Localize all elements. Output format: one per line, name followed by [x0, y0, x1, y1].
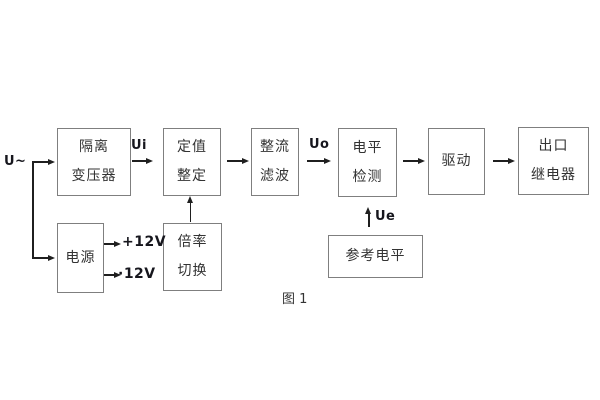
arrow-uo — [307, 160, 324, 162]
block-text-line: 切换 — [177, 263, 208, 279]
block-text-line: 参考电平 — [345, 248, 406, 264]
arrow-ui — [132, 160, 146, 162]
block-output-relay: 出口 继电器 — [518, 127, 589, 195]
block-setpoint-adjust: 定值 整定 — [163, 128, 221, 196]
block-text-line: 变压器 — [71, 168, 117, 184]
label-minus-12v: ·12V — [118, 266, 156, 282]
block-text-line: 电源 — [65, 249, 96, 266]
arrowhead-right-icon — [146, 157, 153, 164]
arrow-ue — [368, 214, 370, 227]
arrow-plus-12v — [104, 243, 114, 245]
block-text-line: 出口 — [538, 138, 569, 154]
arrow-driver-to-relay — [493, 160, 508, 162]
block-reference-level: 参考电平 — [328, 235, 423, 278]
arrow-input-to-power — [32, 257, 48, 259]
figure-caption: 图 1 — [282, 292, 308, 307]
arrowhead-right-icon — [48, 254, 55, 261]
block-text-line: 倍率 — [177, 234, 208, 250]
arrowhead-right-icon — [48, 158, 55, 165]
arrowhead-up-icon — [365, 207, 371, 214]
input-trunk-line — [32, 161, 34, 258]
block-text-line: 隔离 — [79, 139, 109, 155]
block-isolation-transformer: 隔离 变压器 — [57, 128, 131, 196]
label-ue: Ue — [375, 209, 396, 224]
arrowhead-right-icon — [508, 157, 515, 164]
arrow-minus-12v — [104, 274, 114, 276]
block-text-line: 定值 — [177, 139, 207, 155]
block-text-line: 滤波 — [260, 168, 290, 184]
arrowhead-up-icon — [186, 196, 193, 203]
block-ratio-switch: 倍率 切换 — [163, 223, 222, 291]
arrowhead-right-icon — [242, 157, 249, 164]
arrowhead-right-icon — [324, 157, 331, 164]
arrow-setpoint-to-rectifier — [227, 160, 242, 162]
block-level-detect: 电平 检测 — [338, 128, 397, 197]
arrowhead-right-icon — [114, 240, 121, 247]
block-driver: 驱动 — [428, 128, 485, 195]
block-rectifier-filter: 整流 滤波 — [251, 128, 299, 196]
block-text-line: 检测 — [352, 168, 383, 185]
label-input-u: U~ — [4, 154, 27, 169]
label-plus-12v: +12V — [122, 234, 167, 250]
block-text-line: 驱动 — [441, 153, 472, 169]
block-power-supply: 电源 — [57, 223, 104, 293]
label-uo: Uo — [309, 137, 330, 152]
label-ui: Ui — [131, 138, 148, 153]
arrow-level-to-driver — [403, 160, 418, 162]
block-text-line: 电平 — [352, 139, 383, 156]
arrow-ratio-to-setpoint — [189, 203, 191, 222]
arrowhead-right-icon — [418, 157, 425, 164]
arrow-input-to-transformer — [32, 161, 48, 163]
block-text-line: 整流 — [260, 139, 290, 155]
block-text-line: 继电器 — [531, 167, 576, 183]
block-text-line: 整定 — [177, 168, 207, 184]
arrowhead-right-icon — [114, 271, 121, 278]
